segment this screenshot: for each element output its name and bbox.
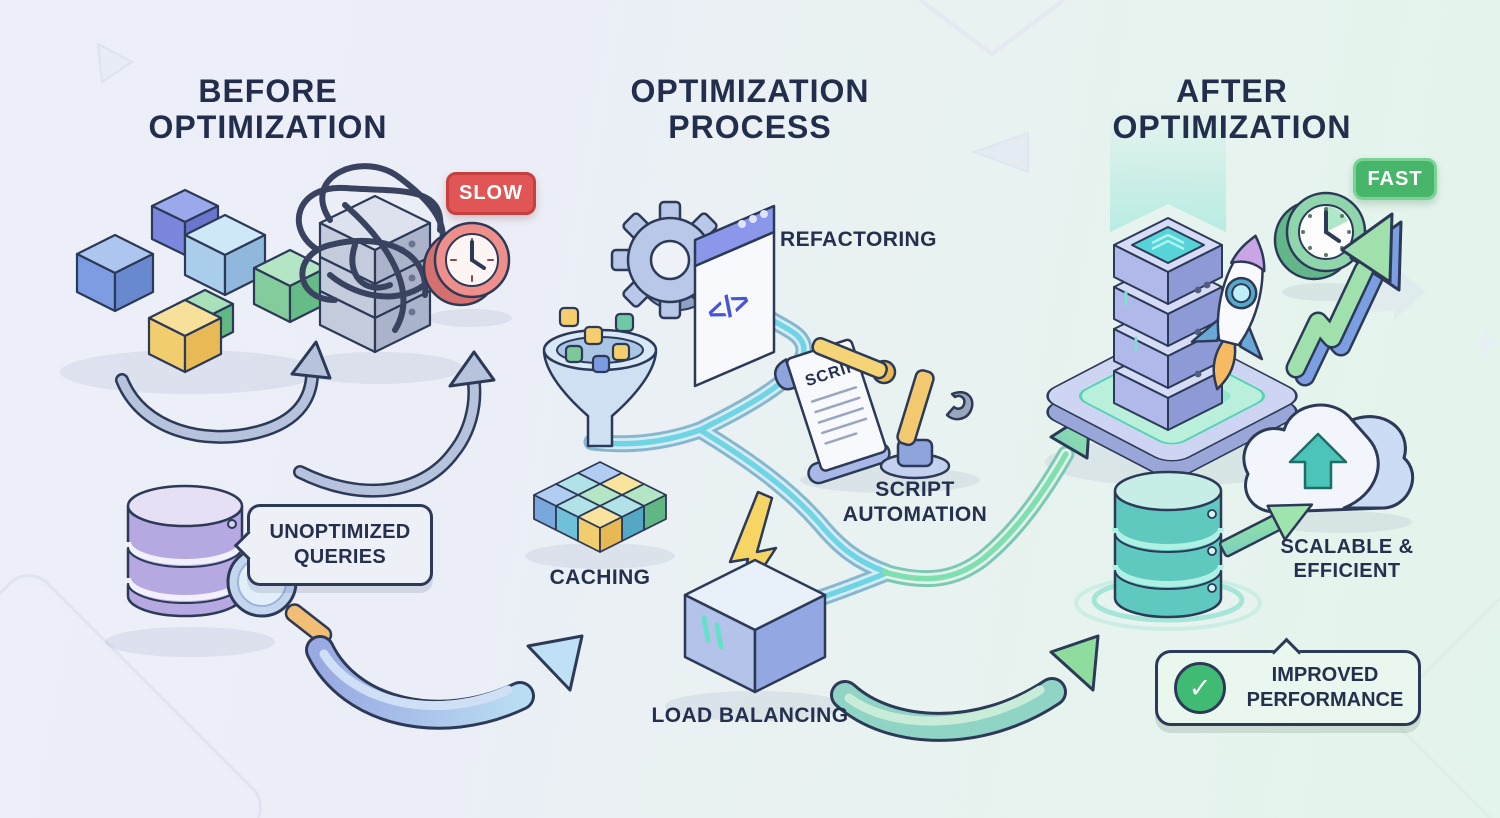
script-automation-label: SCRIPT AUTOMATION xyxy=(805,478,1025,528)
unoptimized-queries-bubble: UNOPTIMIZED QUERIES xyxy=(233,504,433,586)
slow-badge: SLOW xyxy=(446,172,536,215)
title-optimization-process: OPTIMIZATION PROCESS xyxy=(550,73,950,146)
title-before-optimization: BEFORE OPTIMIZATION xyxy=(68,73,468,146)
title-process-line1: OPTIMIZATION xyxy=(630,73,870,109)
data-blocks-icon xyxy=(75,188,328,374)
code-window-icon xyxy=(693,204,776,388)
optimized-server-icon xyxy=(1113,217,1223,431)
slow-clock-icon xyxy=(422,221,511,307)
blue-swoosh-arrow-icon xyxy=(305,634,584,730)
scalable-line2: EFFICIENT xyxy=(1293,559,1401,582)
check-glyph: ✓ xyxy=(1188,672,1212,703)
title-after-optimization: AFTER OPTIMIZATION xyxy=(1032,73,1432,146)
improved-performance-pill: ✓ IMPROVED PERFORMANCE xyxy=(1155,637,1421,726)
fast-badge: FAST xyxy=(1353,158,1437,200)
rocket-icon xyxy=(1190,234,1266,391)
title-process-line2: PROCESS xyxy=(668,108,832,145)
script-automation-line2: AUTOMATION xyxy=(842,502,988,526)
caching-funnel-icon xyxy=(542,306,658,448)
refactoring-icon: </> xyxy=(610,200,776,388)
fast-badge-label: FAST xyxy=(1367,167,1423,190)
cloud-upload-icon xyxy=(1242,403,1415,514)
scale-arrow-icon xyxy=(1218,503,1314,558)
robot-arm-icon xyxy=(811,336,974,480)
server-glow xyxy=(1110,108,1226,232)
bubble-line1: UNOPTIMIZED xyxy=(269,521,411,543)
fast-clock-icon xyxy=(1273,191,1367,281)
caching-label: CACHING xyxy=(549,566,651,589)
title-before-line2: OPTIMIZATION xyxy=(148,108,388,145)
slow-wavy-arrow-icon xyxy=(115,340,496,498)
improved-line2: PERFORMANCE xyxy=(1246,689,1404,711)
title-before-line1: BEFORE xyxy=(198,73,338,109)
cache-blocks-icon xyxy=(533,461,667,553)
improved-line1: IMPROVED xyxy=(1271,664,1379,686)
tangled-server-icon xyxy=(295,163,446,354)
improved-performance-label: IMPROVED PERFORMANCE xyxy=(1240,663,1410,713)
refactoring-label: REFACTORING xyxy=(780,228,937,251)
load-balancing-label: LOAD BALANCING xyxy=(651,704,849,727)
bubble-line2: QUERIES xyxy=(293,546,387,568)
title-after-line1: AFTER xyxy=(1176,73,1288,109)
load-balancing-icon xyxy=(683,490,827,694)
slow-badge-label: SLOW xyxy=(459,182,523,204)
scalable-efficient-label: SCALABLE & EFFICIENT xyxy=(1252,536,1442,583)
check-icon: ✓ xyxy=(1174,662,1226,714)
optimized-database-icon xyxy=(1074,470,1262,631)
green-swoosh-arrow-icon xyxy=(830,634,1100,742)
scalable-line1: SCALABLE & xyxy=(1280,536,1414,558)
growth-arrow-icon xyxy=(1285,212,1403,387)
title-after-line2: OPTIMIZATION xyxy=(1112,108,1352,145)
script-automation-line1: SCRIPT xyxy=(875,478,955,501)
